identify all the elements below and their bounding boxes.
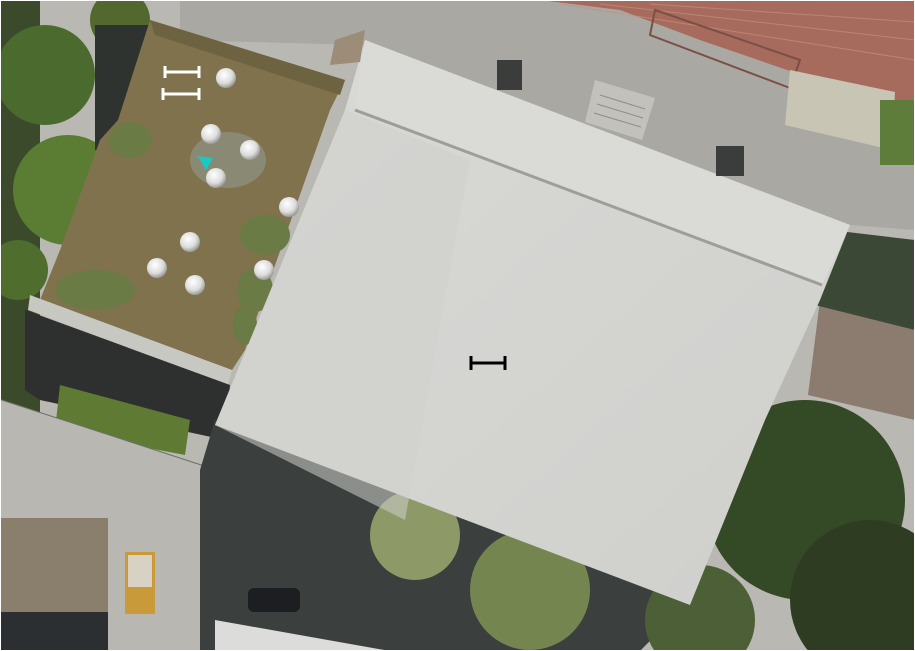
location-marker-cyan[interactable] [198,156,213,170]
building-edge-bottom [215,620,390,651]
stairs-north [330,30,365,65]
roof-shade [215,110,470,520]
hedge [55,385,190,455]
i-beam-icon [163,66,201,78]
car [248,588,300,612]
track-lines [559,3,915,61]
skylight-dome [147,258,167,278]
sand-pad [785,70,895,150]
tree [0,240,48,300]
roof-hatch [497,60,522,90]
skylight-dome [254,260,274,280]
skylight-dome [240,140,260,160]
grass-patch-right [880,100,915,165]
triangle-icon [198,156,213,170]
stair-steps [593,94,646,128]
skylight-domes [147,68,299,295]
i-beam-icon [161,88,201,100]
vegetation-right [815,230,915,330]
garden-edge [150,20,345,95]
measure-marker-black[interactable] [469,356,507,370]
skylight-dome [185,275,205,295]
stair-structure [585,80,655,140]
tree [790,520,915,651]
wall-shadow [95,25,150,150]
skylight-dome [180,232,200,252]
building-shadow [0,612,108,651]
roof-upper-section [355,40,850,285]
tree [0,25,95,125]
truck-cargo [128,555,152,587]
measure-marker-white-2[interactable] [161,88,201,100]
skylight-dome [216,68,236,88]
skylight-dome [279,197,299,217]
parapet [28,295,232,385]
tree [470,530,590,650]
skylight-dome [206,168,226,188]
i-beam-icon [469,356,507,370]
skylight-dome [201,124,221,144]
measure-marker-white-1[interactable] [163,66,201,78]
garden-plants [55,122,290,345]
roof-hatch [716,146,744,176]
roof-ridge [354,108,823,287]
building-roof-right [808,300,915,420]
running-track [540,0,915,110]
